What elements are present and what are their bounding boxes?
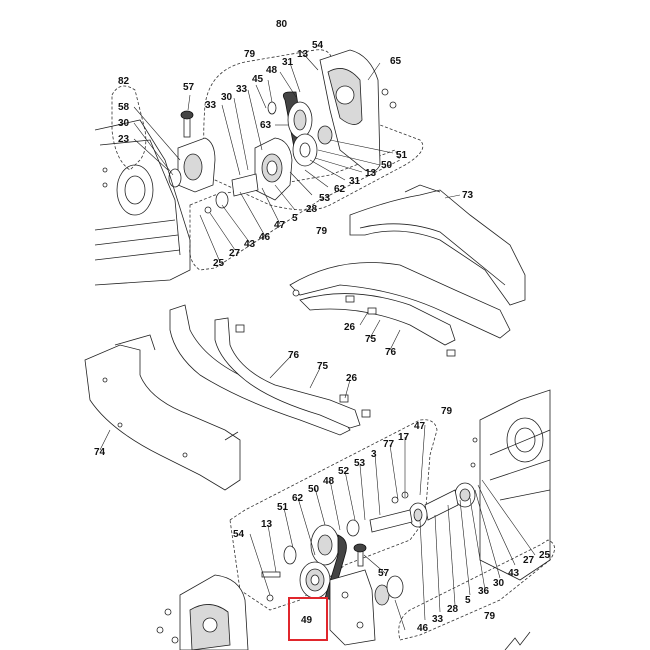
callout-49-highlight-box[interactable] bbox=[288, 597, 328, 641]
callout-62: 62 bbox=[334, 184, 346, 195]
callout-76: 76 bbox=[385, 347, 397, 358]
callout-17: 17 bbox=[398, 432, 410, 443]
callout-47: 47 bbox=[274, 220, 286, 231]
callout-57: 57 bbox=[183, 82, 195, 93]
callout-53-b: 53 bbox=[354, 458, 366, 469]
callout-27: 27 bbox=[229, 248, 241, 259]
callout-46-b: 46 bbox=[417, 623, 429, 634]
callout-82: 82 bbox=[118, 76, 130, 87]
curved-strip-75-76-upper bbox=[289, 262, 511, 357]
callout-62-b: 62 bbox=[292, 493, 304, 504]
callout-27-b: 27 bbox=[523, 555, 535, 566]
callout-54: 54 bbox=[312, 40, 324, 51]
callout-80: 80 bbox=[276, 19, 288, 30]
machine-frame-upper-left bbox=[94, 119, 191, 286]
callout-47-b: 47 bbox=[414, 421, 426, 432]
callout-48: 48 bbox=[266, 65, 278, 76]
callout-45: 45 bbox=[252, 74, 264, 85]
callout-labels: 80 79 54 13 31 48 45 65 82 58 30 23 57 3… bbox=[94, 19, 551, 634]
callout-73: 73 bbox=[462, 190, 474, 201]
shaft-assembly-lower bbox=[346, 482, 476, 537]
callout-43: 43 bbox=[244, 239, 256, 250]
callout-75: 75 bbox=[365, 334, 377, 345]
callout-13-c: 13 bbox=[261, 519, 273, 530]
callout-48-b: 48 bbox=[323, 476, 335, 487]
callout-50: 50 bbox=[381, 160, 393, 171]
callout-58: 58 bbox=[118, 102, 130, 113]
callout-46: 46 bbox=[259, 232, 271, 243]
gear-housing-lower bbox=[156, 574, 249, 650]
callout-50-b: 50 bbox=[308, 484, 320, 495]
callout-49: 49 bbox=[301, 615, 313, 626]
arrow-bolt-icon bbox=[504, 631, 531, 650]
callout-3: 3 bbox=[371, 449, 377, 460]
callout-63: 63 bbox=[260, 120, 272, 131]
callout-31-b: 31 bbox=[349, 176, 361, 187]
belt-pulley-assembly-top bbox=[267, 91, 333, 167]
callout-52: 52 bbox=[338, 466, 350, 477]
callout-79-d: 79 bbox=[484, 611, 496, 622]
callout-65: 65 bbox=[390, 56, 402, 67]
callout-51-b: 51 bbox=[277, 502, 289, 513]
callout-5: 5 bbox=[292, 213, 298, 224]
callout-30: 30 bbox=[118, 118, 130, 129]
belt-pulley-assembly-lower bbox=[261, 524, 347, 602]
callout-36: 36 bbox=[478, 586, 490, 597]
group-79-top-outline bbox=[203, 49, 424, 211]
bearing-plate-top bbox=[204, 137, 293, 214]
callout-30-b: 30 bbox=[221, 92, 233, 103]
callout-33-c: 33 bbox=[432, 614, 444, 625]
callout-26-b: 26 bbox=[346, 373, 358, 384]
callout-57-b: 57 bbox=[378, 568, 390, 579]
group-25-bottom-outline bbox=[398, 539, 555, 641]
callout-30-c: 30 bbox=[493, 578, 505, 589]
group-82-outline bbox=[111, 85, 147, 171]
bearing-plate-lower bbox=[329, 543, 404, 646]
callout-13-b: 13 bbox=[365, 168, 377, 179]
group-25-outline bbox=[189, 149, 401, 271]
cover-panel-74 bbox=[84, 334, 241, 491]
gear-housing-top bbox=[319, 49, 397, 173]
callout-75-b: 75 bbox=[317, 361, 329, 372]
callout-74: 74 bbox=[94, 447, 106, 458]
callout-31: 31 bbox=[282, 57, 294, 68]
callout-13: 13 bbox=[297, 49, 309, 60]
callout-77: 77 bbox=[383, 439, 395, 450]
callout-5-b: 5 bbox=[465, 595, 471, 606]
curved-guard-73 bbox=[349, 184, 526, 306]
callout-79-c: 79 bbox=[441, 406, 453, 417]
callout-33-b: 33 bbox=[236, 84, 248, 95]
callout-53: 53 bbox=[319, 193, 331, 204]
callout-79: 79 bbox=[244, 49, 256, 60]
callout-25: 25 bbox=[213, 258, 225, 269]
motor-flange-assembly bbox=[168, 110, 216, 193]
callout-28-b: 28 bbox=[447, 604, 459, 615]
callout-51: 51 bbox=[396, 150, 408, 161]
callout-25-b: 25 bbox=[539, 550, 551, 561]
callout-79-b: 79 bbox=[316, 226, 328, 237]
curved-strip-75-76-lower bbox=[169, 304, 371, 436]
callout-54-b: 54 bbox=[233, 529, 245, 540]
callout-28: 28 bbox=[306, 204, 318, 215]
callout-76-b: 76 bbox=[288, 350, 300, 361]
callout-43-b: 43 bbox=[508, 568, 520, 579]
callout-26: 26 bbox=[344, 322, 356, 333]
callout-33: 33 bbox=[205, 100, 217, 111]
callout-23: 23 bbox=[118, 134, 130, 145]
leader-lines bbox=[99, 49, 536, 631]
